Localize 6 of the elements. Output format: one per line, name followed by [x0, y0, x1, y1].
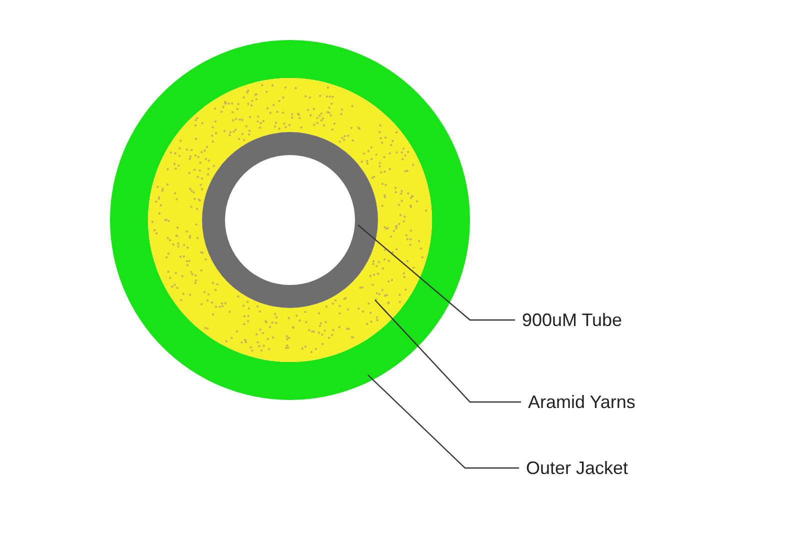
leader-line — [368, 374, 519, 469]
leader-line — [358, 224, 515, 321]
part-label: 900uM Tube — [522, 310, 622, 331]
leader-line — [374, 300, 521, 403]
part-label: Outer Jacket — [526, 458, 628, 479]
part-label: Aramid Yarns — [528, 392, 636, 413]
